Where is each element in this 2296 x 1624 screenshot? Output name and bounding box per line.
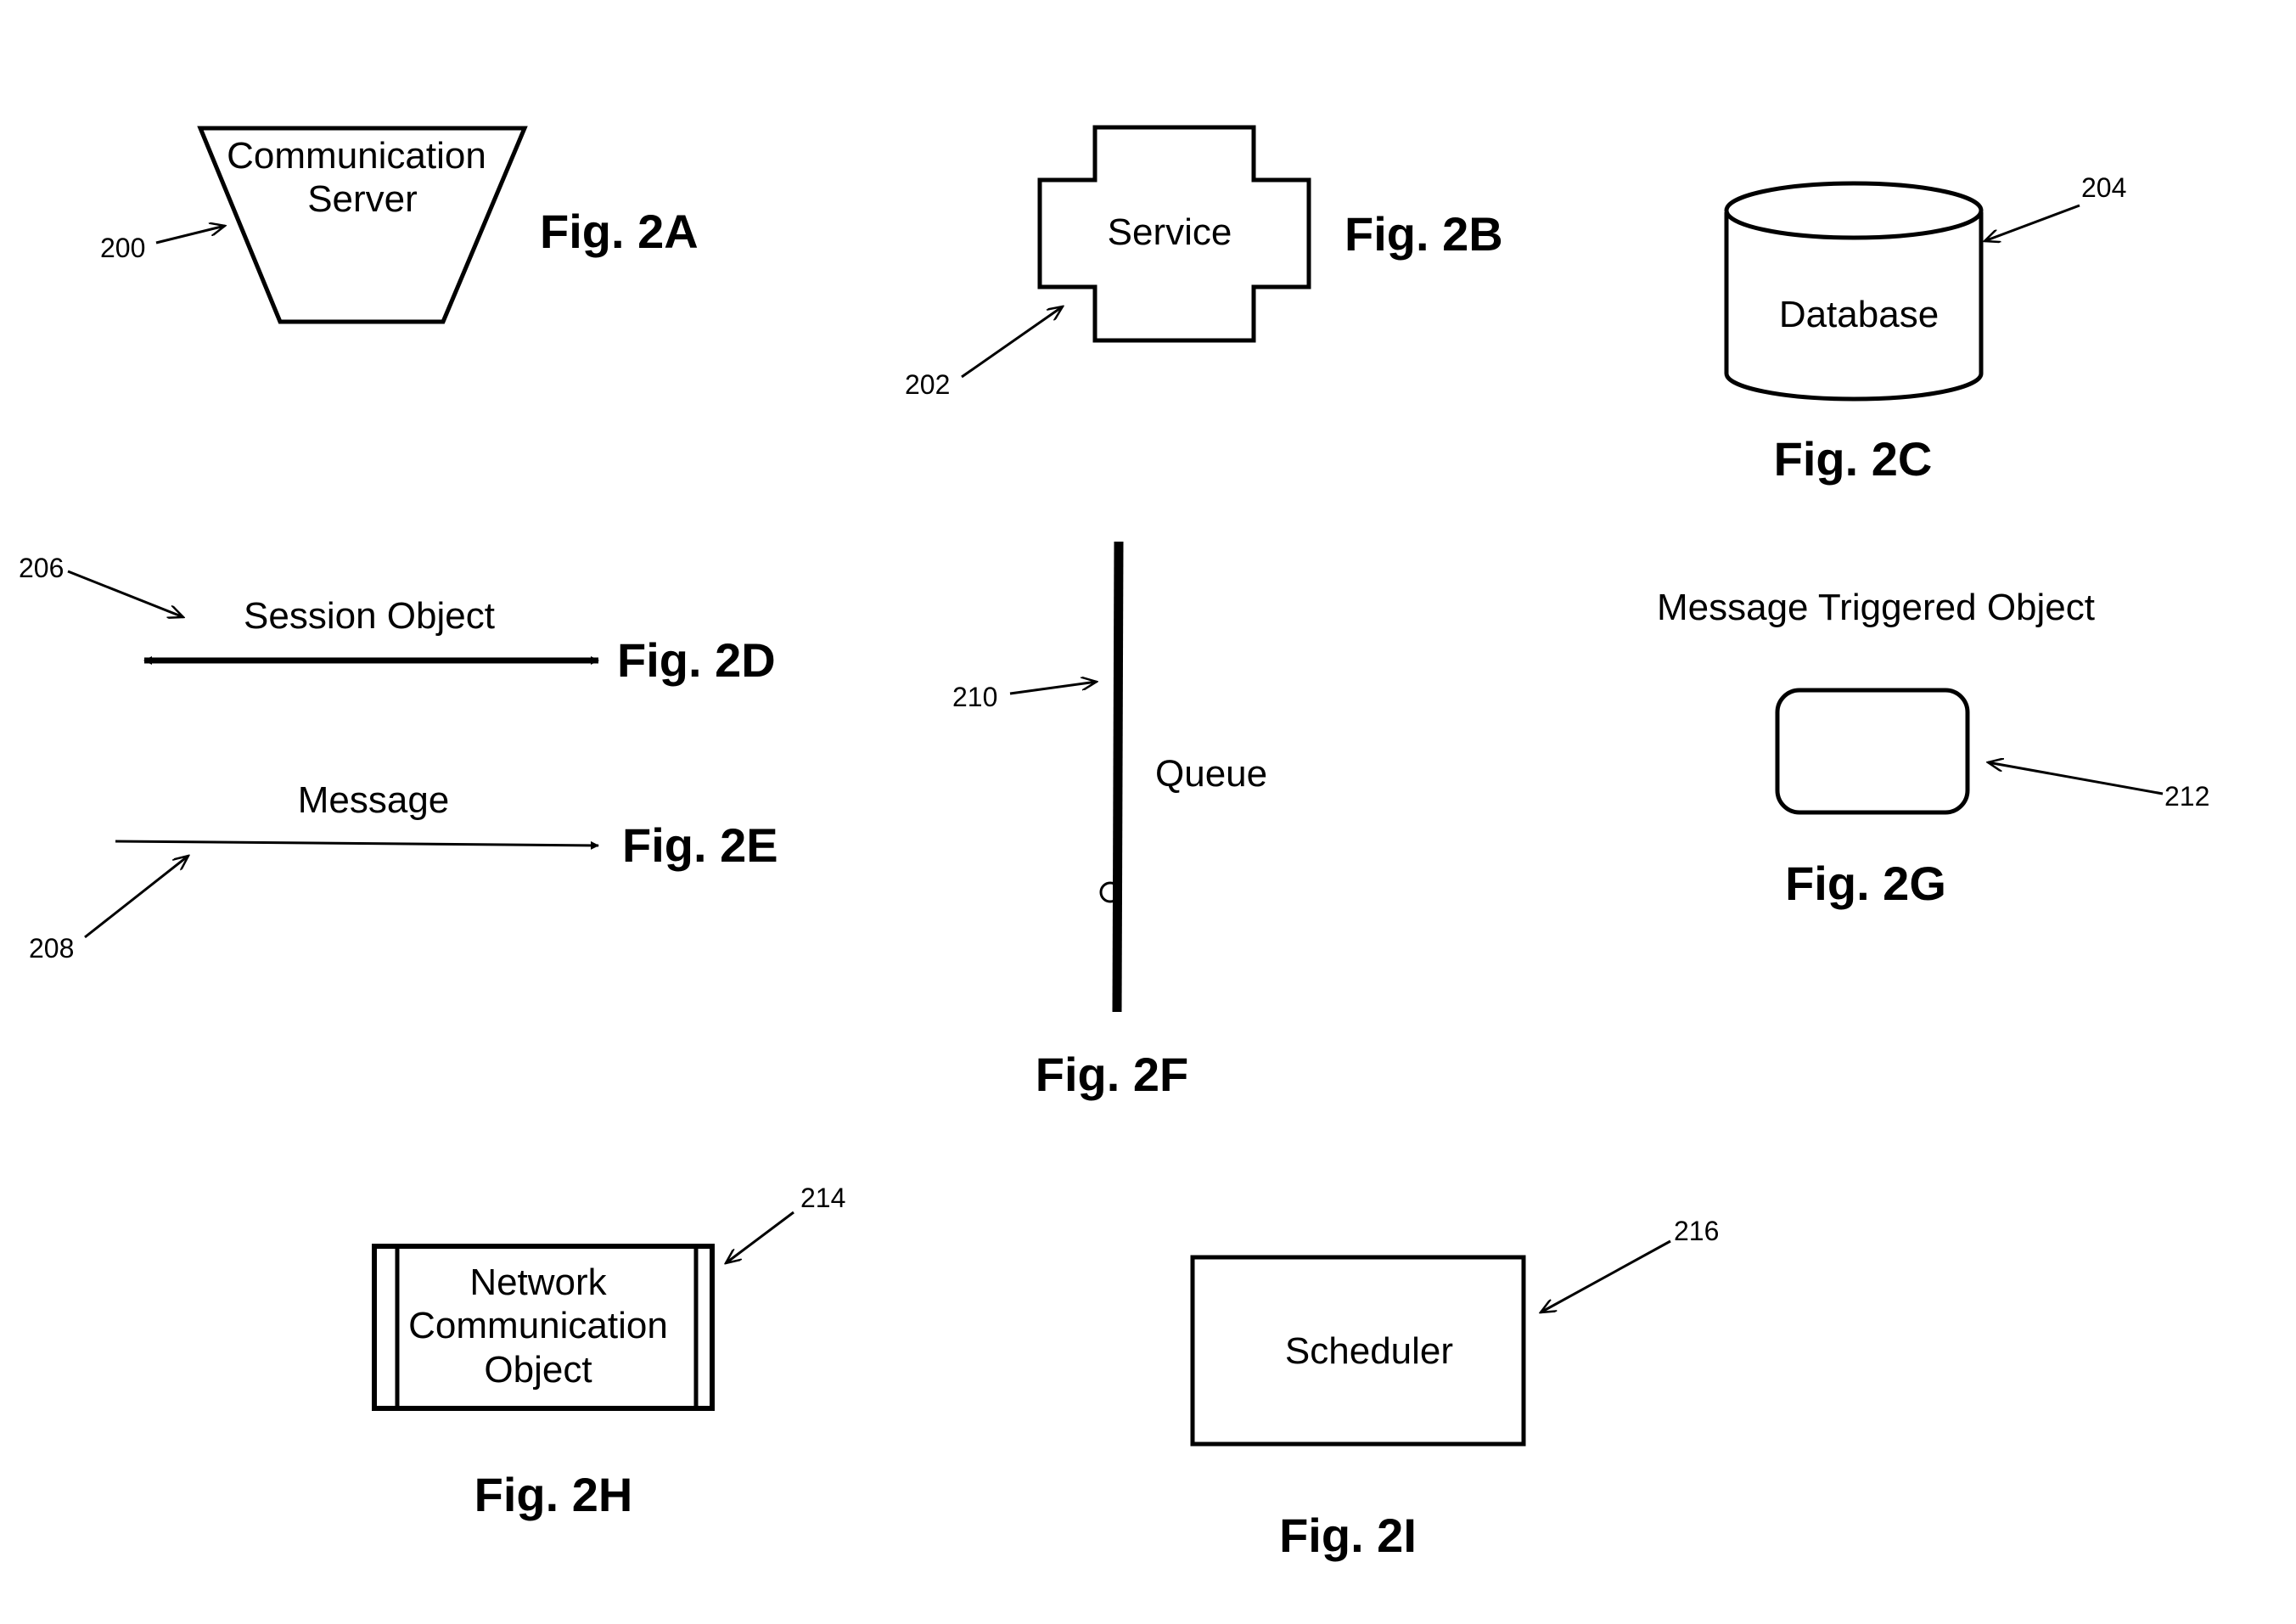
ref-numeral-214: 214 [800,1183,845,1213]
database-cylinder-body [1724,212,1984,402]
scheduler-shape [1190,1255,1526,1447]
fig-2h: Network Communication Object 214 Fig. 2H [372,1183,845,1521]
ref-numeral-200: 200 [100,233,145,263]
message-arrow [115,840,599,850]
queue-label: Queue [1155,753,1267,795]
fig-2f: Queue 210 Fig. 2F [952,541,1267,1101]
communication-server-shape [197,126,528,324]
ref-214-leader-arrow [726,1211,794,1263]
ref-numeral-202: 202 [905,369,950,400]
ref-206-leader-arrow [67,570,183,617]
fig-2e-caption: Fig. 2E [622,818,778,872]
ref-210-leader-arrow [1009,682,1097,695]
ref-216-leader-arrow [1541,1239,1671,1312]
fig-2e: Message 208 Fig. 2E [29,779,778,964]
network-communication-object-shape [372,1244,715,1411]
fig-2c: Database 204 Fig. 2C [1724,172,2126,486]
ref-numeral-216: 216 [1674,1216,1719,1246]
network-communication-object-label-line-1: Network [469,1262,607,1303]
fig-2b-caption: Fig. 2B [1344,207,1503,261]
service-cross-shape [1037,125,1311,343]
message-triggered-object-shape [1775,688,1970,815]
fig-2g: Message Triggered Object 212 Fig. 2G [1657,587,2209,910]
fig-2c-caption: Fig. 2C [1774,432,1933,486]
fig-2g-caption: Fig. 2G [1785,857,1946,910]
ref-208-leader-arrow [84,856,188,939]
communication-server-label-line-2: Server [307,178,418,220]
ref-numeral-206: 206 [19,553,64,583]
queue-small-circle-mark [1099,881,1121,903]
fig-2f-caption: Fig. 2F [1036,1048,1188,1101]
fig-2b: Service 202 Fig. 2B [905,125,1503,400]
session-object-label: Session Object [244,595,495,637]
fig-2i: Scheduler 216 Fig. 2I [1190,1216,1719,1562]
fig-2i-caption: Fig. 2I [1279,1509,1417,1562]
fig-2d-caption: Fig. 2D [617,633,776,687]
ref-numeral-204: 204 [2081,172,2126,203]
ref-numeral-208: 208 [29,933,74,964]
network-communication-object-label-line-3: Object [484,1349,592,1391]
fig-2a: Communication Server 200 Fig. 2A [100,126,699,324]
database-cylinder-top [1724,181,1984,240]
ref-212-leader-arrow [1988,762,2164,795]
ref-202-leader-arrow [961,306,1063,379]
fig-2h-caption: Fig. 2H [474,1468,633,1521]
ref-numeral-210: 210 [952,682,997,712]
message-triggered-object-label: Message Triggered Object [1657,587,2095,628]
database-label: Database [1779,294,1939,335]
ref-200-leader-arrow [155,226,225,244]
communication-server-label-line-1: Communication [227,135,486,177]
message-label: Message [298,779,450,821]
scheduler-label: Scheduler [1285,1330,1453,1372]
fig-2a-caption: Fig. 2A [540,205,699,258]
network-communication-object-label-line-2: Communication [408,1305,668,1346]
ref-numeral-212: 212 [2164,781,2209,812]
ref-204-leader-arrow [1984,204,2080,241]
queue-bar [1112,541,1124,1013]
service-label: Service [1108,211,1232,253]
fig-2d: Session Object 206 Fig. 2D [19,553,776,687]
